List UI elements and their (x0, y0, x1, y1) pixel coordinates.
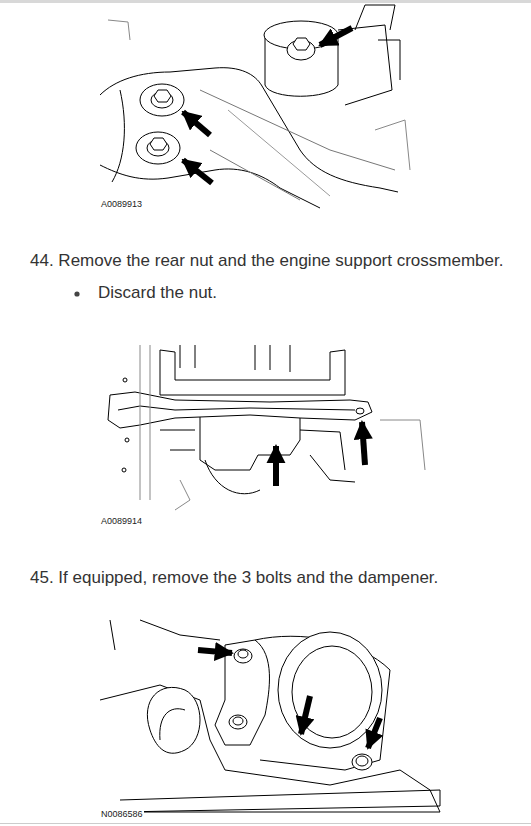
bullet-dot (74, 291, 79, 296)
top-edge (0, 0, 531, 3)
step-text: 45. If equipped, remove the 3 bolts and … (30, 568, 438, 588)
figure-code: N0086586 (100, 809, 144, 820)
step-text: 44. Remove the rear nut and the engine s… (30, 251, 503, 271)
dampener-illustration (100, 620, 440, 812)
crossmember-mount-illustration (100, 5, 410, 208)
figure-code: A0089914 (100, 516, 143, 527)
figure-code: A0089913 (100, 199, 143, 210)
callout-arrows (276, 422, 365, 486)
bottom-rule (0, 823, 531, 824)
engine-crossmember-illustration (108, 345, 425, 510)
bullet-text: Discard the nut. (98, 283, 217, 303)
callout-arrows (198, 650, 380, 748)
callout-arrows (183, 28, 352, 183)
